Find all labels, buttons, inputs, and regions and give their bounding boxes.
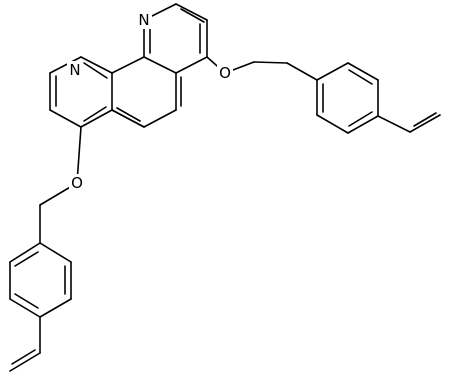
bond-line [377,115,411,133]
bond-line [14,293,39,309]
bond-line [347,62,379,81]
bond-line [49,109,82,128]
atom-label-background [67,61,83,79]
bond-line [180,8,205,23]
bond-line [409,114,441,133]
bond-line [39,242,72,263]
atom-n: N [67,61,83,79]
bond-line [348,111,373,127]
atom-label: N [69,61,80,79]
atom-label-background [69,174,85,192]
bond-line [80,109,113,128]
bond-line [9,298,41,318]
bond-line [83,62,108,79]
bond-line [83,106,107,122]
atom-label-layer: N N O O [67,11,233,192]
bond-line [80,56,113,74]
bond-layer [9,3,441,372]
bond-line [143,56,177,74]
atom-o: O [217,64,233,82]
bond-line [143,109,177,128]
bond-line [111,109,145,128]
atom-label: O [219,64,231,82]
atom-o: O [69,174,85,192]
bond-line [49,56,82,74]
atom-label: O [71,174,83,192]
atom-n: N [136,11,152,29]
bond-line [348,69,373,85]
bond-line [347,115,379,134]
atom-label-background [217,64,233,82]
bond-line [76,126,82,184]
bond-line [11,349,36,365]
atom-label-background [136,11,152,29]
bond-line [316,62,349,81]
bond-line [175,3,208,21]
bond-line [413,112,437,127]
bond-line [14,251,39,267]
bond-line [286,62,318,81]
bond-line [316,114,349,134]
bond-line [111,56,145,74]
bond-line [9,242,41,263]
bond-line [39,298,72,318]
atom-label: N [138,11,149,29]
bond-line [175,56,208,74]
bond-line [9,352,41,372]
bond-line [253,61,288,64]
bond-line [116,107,141,122]
